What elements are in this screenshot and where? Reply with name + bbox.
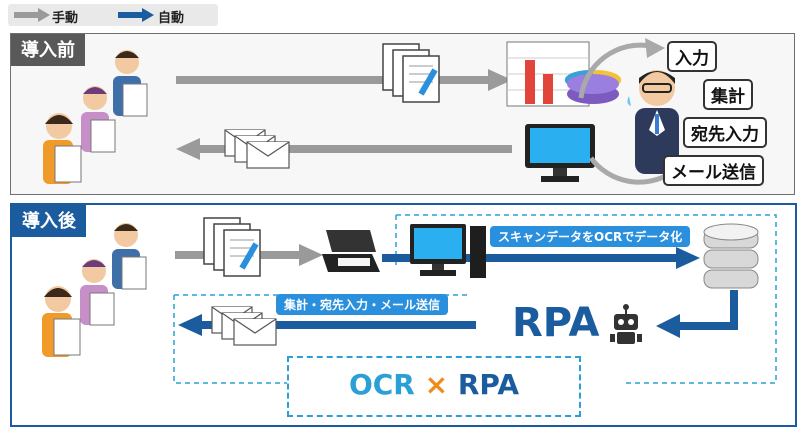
after-title: 導入後: [12, 205, 86, 237]
database-server-icon: [703, 223, 759, 289]
manual-flow-arrow-left: [176, 138, 512, 160]
before-panel: 導入前: [10, 33, 795, 195]
manual-arrow-icon: [14, 8, 50, 22]
legend-auto-label: 自動: [158, 11, 185, 26]
office-workers-icon: [43, 50, 148, 184]
ocr-rpa-title: OCR × RPA: [289, 368, 579, 401]
ocr-scan-bubble: スキャンデータをOCRでデータ化: [490, 226, 691, 247]
scanner-icon: [322, 230, 380, 272]
mail-icon-after: [211, 306, 277, 346]
documents-icon: [382, 43, 440, 103]
monitor-icon: [525, 124, 595, 182]
automation-tasks-bubble: 集計・宛先入力・メール送信: [276, 294, 449, 315]
server-to-rpa-arrow: [656, 290, 738, 338]
legend: 手動 自動: [8, 4, 218, 26]
legend-manual-label: 手動: [52, 11, 79, 26]
auto-flow-arrow-to-server: [382, 247, 700, 269]
ocr-text: OCR: [348, 368, 415, 401]
manual-flow-arrow-right: [176, 69, 512, 91]
mail-icon: [224, 129, 290, 169]
rpa-label: RPA: [512, 300, 600, 346]
before-title: 導入前: [11, 34, 85, 66]
auto-arrow-icon: [118, 8, 154, 22]
rpa-text: RPA: [457, 368, 520, 401]
ocr-rpa-box: OCR × RPA: [287, 356, 581, 417]
documents-icon-after: [203, 217, 261, 277]
task-aggregate-label: 集計: [703, 79, 753, 110]
desktop-pc-icon: [410, 224, 486, 278]
robot-icon: [610, 304, 642, 344]
spreadsheet-chart-icon: [506, 41, 622, 107]
task-input-label: 入力: [667, 41, 717, 72]
auto-return-arrow: [178, 314, 476, 336]
cycle-arrow-icon: [578, 38, 673, 185]
times-sign: ×: [424, 368, 449, 401]
task-send-mail-label: メール送信: [663, 155, 764, 186]
task-address-label: 宛先入力: [683, 117, 767, 148]
office-workers-icon-after: [42, 223, 147, 357]
